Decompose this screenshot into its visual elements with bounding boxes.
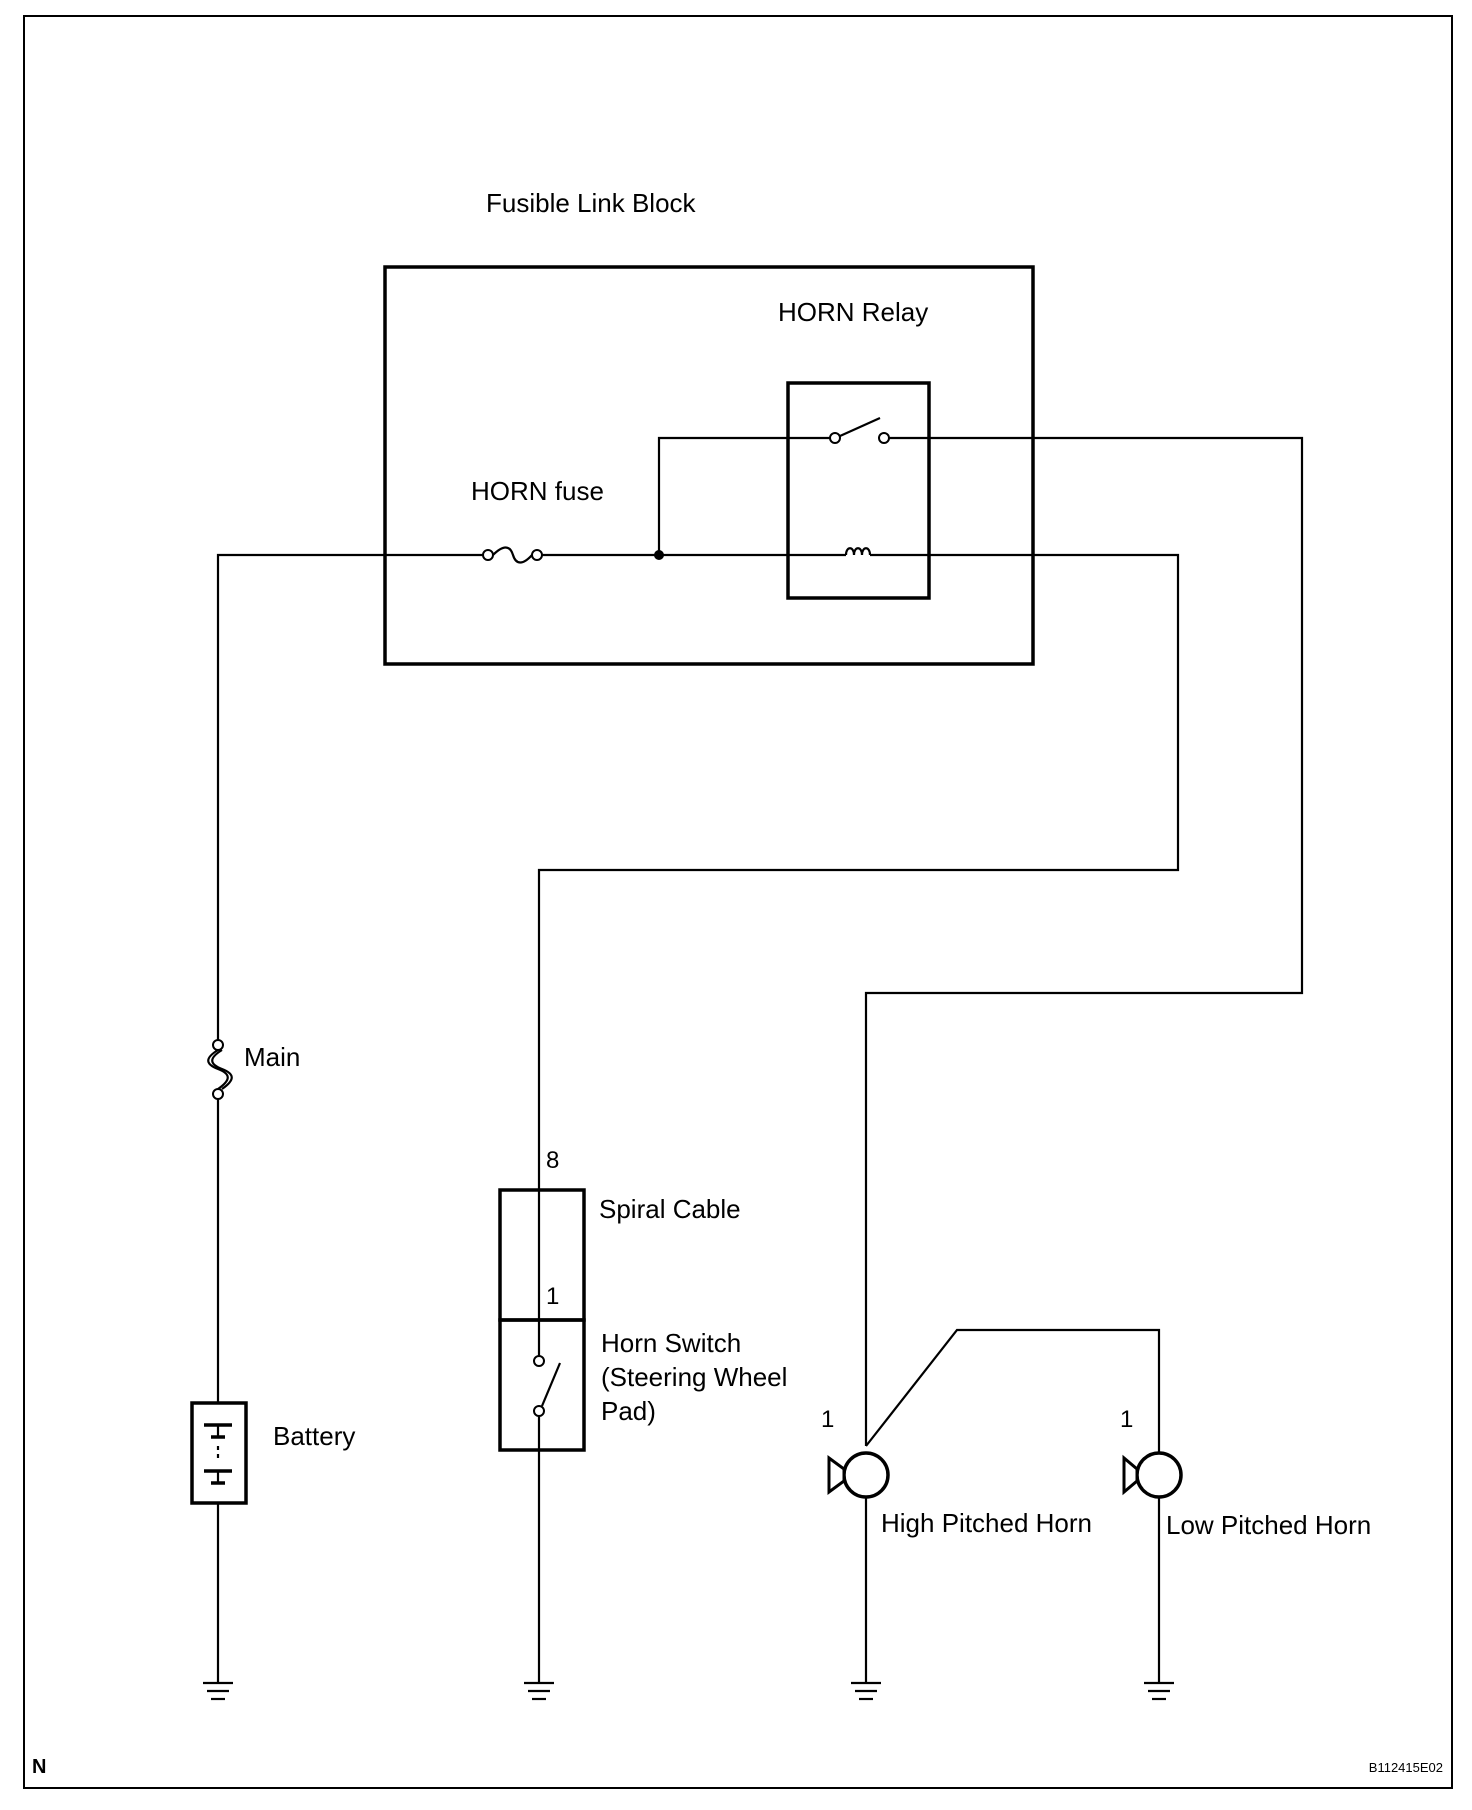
low-pitched-horn-label: Low Pitched Horn — [1166, 1510, 1371, 1540]
battery-cell-icon — [204, 1423, 232, 1485]
high-pitched-horn-label: High Pitched Horn — [881, 1508, 1092, 1538]
high-horn-pin-1: 1 — [821, 1406, 834, 1433]
ground-icon — [524, 1681, 554, 1701]
fusible-link-block — [383, 265, 1035, 666]
ground-icon — [851, 1681, 881, 1701]
battery — [190, 1401, 248, 1505]
main-fusible-link-label: Main — [244, 1042, 300, 1072]
battery-label: Battery — [273, 1421, 355, 1451]
wire-coil-to-spiral — [537, 553, 1180, 1190]
ground-icon — [1144, 1681, 1174, 1701]
horn-switch-label-line2: (Steering Wheel — [601, 1362, 787, 1392]
low-pitched-horn-icon — [1122, 1451, 1183, 1499]
spiral-pin-1: 1 — [546, 1283, 559, 1310]
wire-contact-to-horns — [864, 436, 1304, 1446]
main-fusible-link-icon — [207, 1039, 233, 1100]
figure-code: B112415E02 — [1369, 1760, 1443, 1775]
high-pitched-horn-icon — [827, 1451, 890, 1499]
horn-switch-label-line1: Horn Switch — [601, 1328, 741, 1358]
spiral-cable-label: Spiral Cable — [599, 1194, 741, 1224]
corner-letter: N — [32, 1756, 46, 1778]
spiral-cable — [498, 1188, 586, 1322]
low-horn-pin-1: 1 — [1120, 1406, 1133, 1433]
horn-relay-label: HORN Relay — [778, 297, 928, 327]
wire-main-feed — [216, 553, 483, 1040]
horn-relay — [786, 381, 931, 600]
relay-coil-icon — [844, 547, 872, 556]
horn-fuse-icon — [482, 546, 543, 564]
horn-fuse-label: HORN fuse — [471, 476, 604, 506]
horn-switch-label-line3: Pad) — [601, 1396, 656, 1426]
wire-junction-to-contact — [657, 436, 830, 555]
relay-contact-switch-icon — [829, 416, 890, 444]
page-frame — [23, 15, 1453, 1789]
spiral-pin-8: 8 — [546, 1147, 559, 1174]
fusible-link-block-label: Fusible Link Block — [486, 188, 697, 218]
ground-icon — [203, 1681, 233, 1701]
horn-switch — [498, 1318, 586, 1452]
horn-switch-icon — [533, 1355, 562, 1417]
wire-high-to-low-horn — [865, 1328, 1161, 1460]
